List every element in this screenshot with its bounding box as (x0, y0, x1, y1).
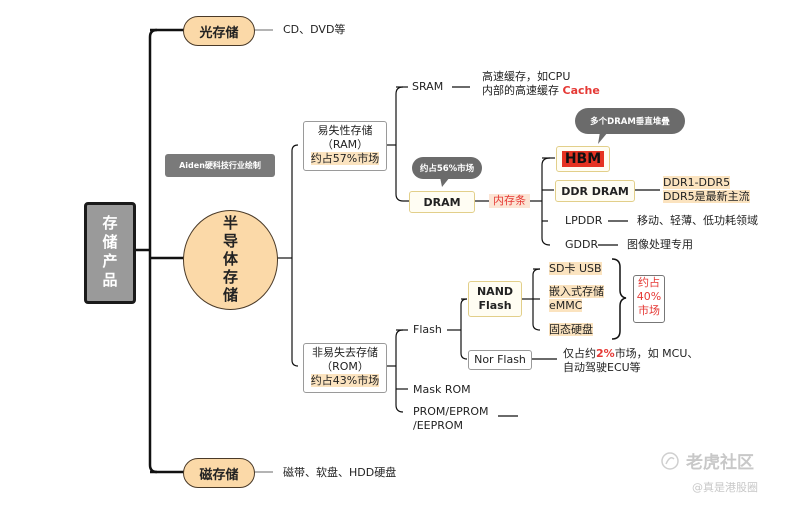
ddr-dram-node[interactable]: DDR DRAM (555, 180, 635, 202)
nor-desc-suffix: 市场，如 MCU、 (614, 347, 699, 360)
nand-use-text: 固态硬盘 (549, 323, 593, 336)
nand-use-ssd: 固态硬盘 (549, 323, 593, 337)
semiconductor-storage-label: 半导体存储 (221, 215, 239, 305)
magnetic-storage-desc: 磁带、软盘、HDD硬盘 (283, 466, 397, 479)
prom-line1: PROM/EPROM (413, 405, 489, 418)
ram-node[interactable]: 易失性存储 （RAM） 约占57%市场 (303, 121, 387, 171)
root-label: 存储产品 (100, 215, 119, 291)
dram-share-text: 约占56%市场 (419, 164, 475, 174)
nand-use-embedded: 嵌入式存储 eMMC (549, 285, 604, 313)
hbm-node[interactable]: HBM (556, 146, 610, 172)
sram-desc-line2: 内部的高速缓存 (482, 84, 563, 97)
credit-badge: Aiden硬科技行业绘制 (165, 154, 275, 177)
lpddr-node[interactable]: LPDDR (565, 214, 603, 227)
ddr-desc-line2: DDR5是最新主流 (663, 190, 750, 203)
sram-node[interactable]: SRAM (412, 80, 444, 93)
dram-node[interactable]: DRAM (409, 191, 475, 213)
nand-share-line3: 市场 (638, 304, 660, 317)
nand-market-share: 约占 40% 市场 (633, 275, 665, 323)
prom-line2: /EEPROM (413, 419, 464, 432)
hbm-callout-text: 多个DRAM垂直堆叠 (590, 117, 670, 127)
optical-storage-desc: CD、DVD等 (283, 23, 346, 36)
ddr-desc: DDR1-DDR5 DDR5是最新主流 (663, 176, 750, 204)
magnetic-storage-label: 磁存储 (199, 467, 239, 483)
nand-share-line1: 约占 (638, 276, 660, 289)
watermark-handle: @真是港股圈 (692, 481, 758, 494)
hbm-label: HBM (561, 151, 605, 167)
prom-node[interactable]: PROM/EPROM /EEPROM (413, 405, 489, 433)
watermark: 老虎社区 (660, 448, 754, 473)
lpddr-desc: 移动、轻薄、低功耗领域 (637, 214, 758, 227)
mask-rom-node[interactable]: Mask ROM (413, 383, 471, 396)
nor-flash-node[interactable]: Nor Flash (468, 350, 532, 370)
nand-use-text: SD卡 USB (549, 262, 602, 275)
sram-desc: 高速缓存，如CPU 内部的高速缓存 Cache (482, 70, 600, 98)
ram-title: 易失性存储 (317, 124, 373, 137)
hbm-callout: 多个DRAM垂直堆叠 (575, 108, 685, 134)
nor-flash-desc: 仅占约2%市场，如 MCU、 自动驾驶ECU等 (563, 347, 698, 375)
flash-node[interactable]: Flash (413, 323, 442, 336)
rom-title: 非易失去存储 (312, 346, 378, 359)
nand-label-line1: NAND (476, 285, 514, 298)
optical-storage-node[interactable]: 光存储 (183, 16, 255, 46)
ddr-dram-label: DDR DRAM (561, 184, 629, 198)
nand-label-line2: Flash (478, 299, 512, 312)
gddr-desc: 图像处理专用 (627, 238, 693, 251)
dram-share-callout: 约占56%市场 (412, 157, 482, 179)
cache-highlight: Cache (562, 84, 600, 97)
optical-storage-label: 光存储 (199, 25, 239, 41)
tiger-community-logo-icon (661, 451, 679, 470)
magnetic-storage-node[interactable]: 磁存储 (183, 458, 255, 488)
rom-node[interactable]: 非易失去存储 （ROM） 约占43%市场 (303, 343, 387, 393)
ram-subtitle: （RAM） (321, 138, 369, 151)
dram-label: DRAM (423, 195, 461, 209)
root-node[interactable]: 存储产品 (84, 202, 136, 304)
nand-use-text: eMMC (549, 299, 583, 312)
gddr-node[interactable]: GDDR (565, 238, 599, 251)
nor-share-highlight: 2% (596, 347, 615, 360)
ddr-desc-line1: DDR1-DDR5 (663, 176, 731, 189)
nor-desc-prefix: 仅占约 (563, 347, 596, 360)
nand-share-line2: 40% (636, 290, 662, 303)
watermark-brand: 老虎社区 (686, 453, 754, 473)
nor-desc-line2: 自动驾驶ECU等 (563, 361, 641, 374)
dram-callout-pointer (440, 177, 450, 187)
rom-market-share: 约占43%市场 (310, 374, 380, 387)
semiconductor-storage-node[interactable]: 半导体存储 (183, 210, 278, 310)
nor-flash-label: Nor Flash (474, 353, 526, 366)
nand-use-text: 嵌入式存储 (549, 285, 604, 298)
nand-use-sd-usb: SD卡 USB (549, 262, 602, 276)
memory-module-text: 内存条 (493, 194, 526, 207)
memory-module-label: 内存条 (489, 194, 530, 208)
credit-text: Aiden硬科技行业绘制 (179, 161, 261, 170)
rom-subtitle: （ROM） (321, 360, 369, 373)
ram-market-share: 约占57%市场 (310, 152, 380, 165)
nand-flash-node[interactable]: NAND Flash (468, 281, 522, 317)
hbm-callout-pointer (598, 132, 608, 144)
sram-desc-line1: 高速缓存，如CPU (482, 70, 571, 83)
